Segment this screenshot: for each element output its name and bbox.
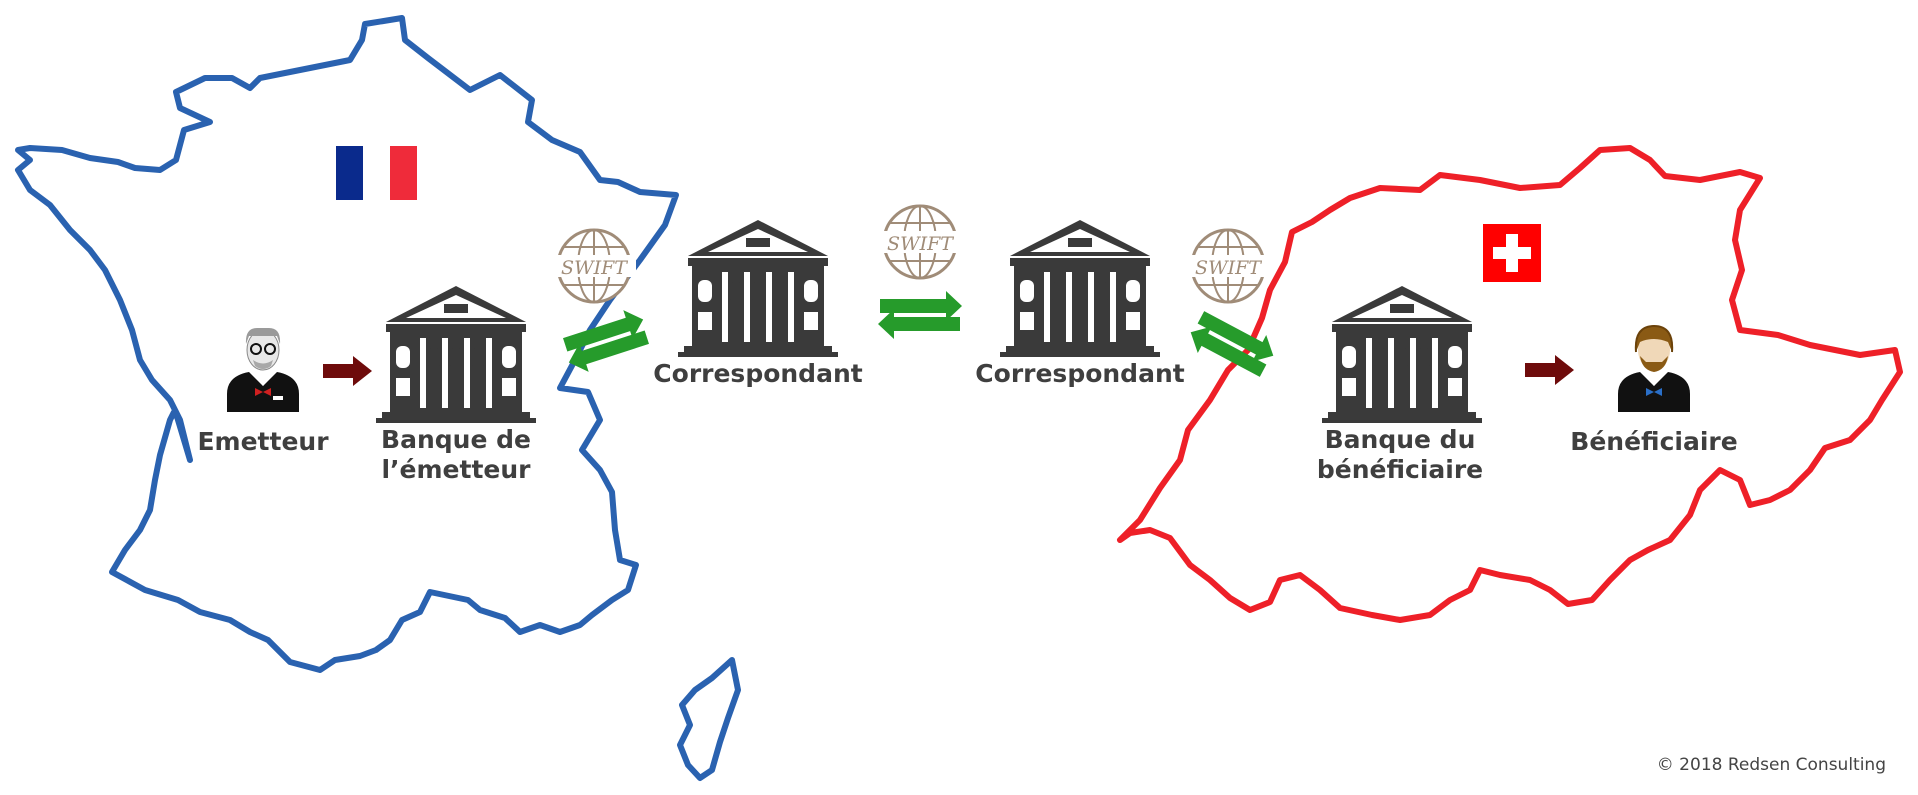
- beneficiary-bank-label: Banque du bénéficiaire: [1316, 425, 1484, 484]
- sender-label: Emetteur: [197, 427, 329, 456]
- svg-text:SWIFT: SWIFT: [887, 233, 954, 255]
- corsica-outline: [677, 657, 741, 781]
- correspondent-2-label: Correspondant: [975, 359, 1185, 388]
- sender-bank-icon: [376, 286, 536, 423]
- swift-logo-1-icon: SWIFT: [550, 228, 638, 304]
- swift-logo-3-icon: SWIFT: [1184, 228, 1272, 304]
- france-flag-icon: [336, 146, 417, 200]
- beneficiary-label: Bénéficiaire: [1570, 427, 1738, 456]
- sender-bank-label: Banque de l’émetteur: [381, 425, 531, 484]
- beneficiary-person-icon: [1618, 324, 1690, 412]
- sender-person-icon: [227, 328, 299, 412]
- correspondent-2-bank-icon: [1000, 220, 1160, 357]
- switzerland-outline: [1117, 145, 1903, 623]
- svg-text:SWIFT: SWIFT: [561, 257, 628, 279]
- svg-text:SWIFT: SWIFT: [1195, 257, 1262, 279]
- swift-logo-2-icon: SWIFT: [876, 204, 964, 280]
- switzerland-flag-icon: [1483, 224, 1541, 282]
- beneficiary-bank-icon: [1322, 286, 1482, 423]
- beneficiary-flow-arrow-icon: [1525, 355, 1574, 385]
- sender-flow-arrow-icon: [323, 356, 372, 386]
- copyright-text: © 2018 Redsen Consulting: [1656, 755, 1886, 775]
- correspondent-1-bank-icon: [678, 220, 838, 357]
- correspondent-1-label: Correspondant: [653, 359, 863, 388]
- exchange-arrows-2-icon: [878, 291, 962, 339]
